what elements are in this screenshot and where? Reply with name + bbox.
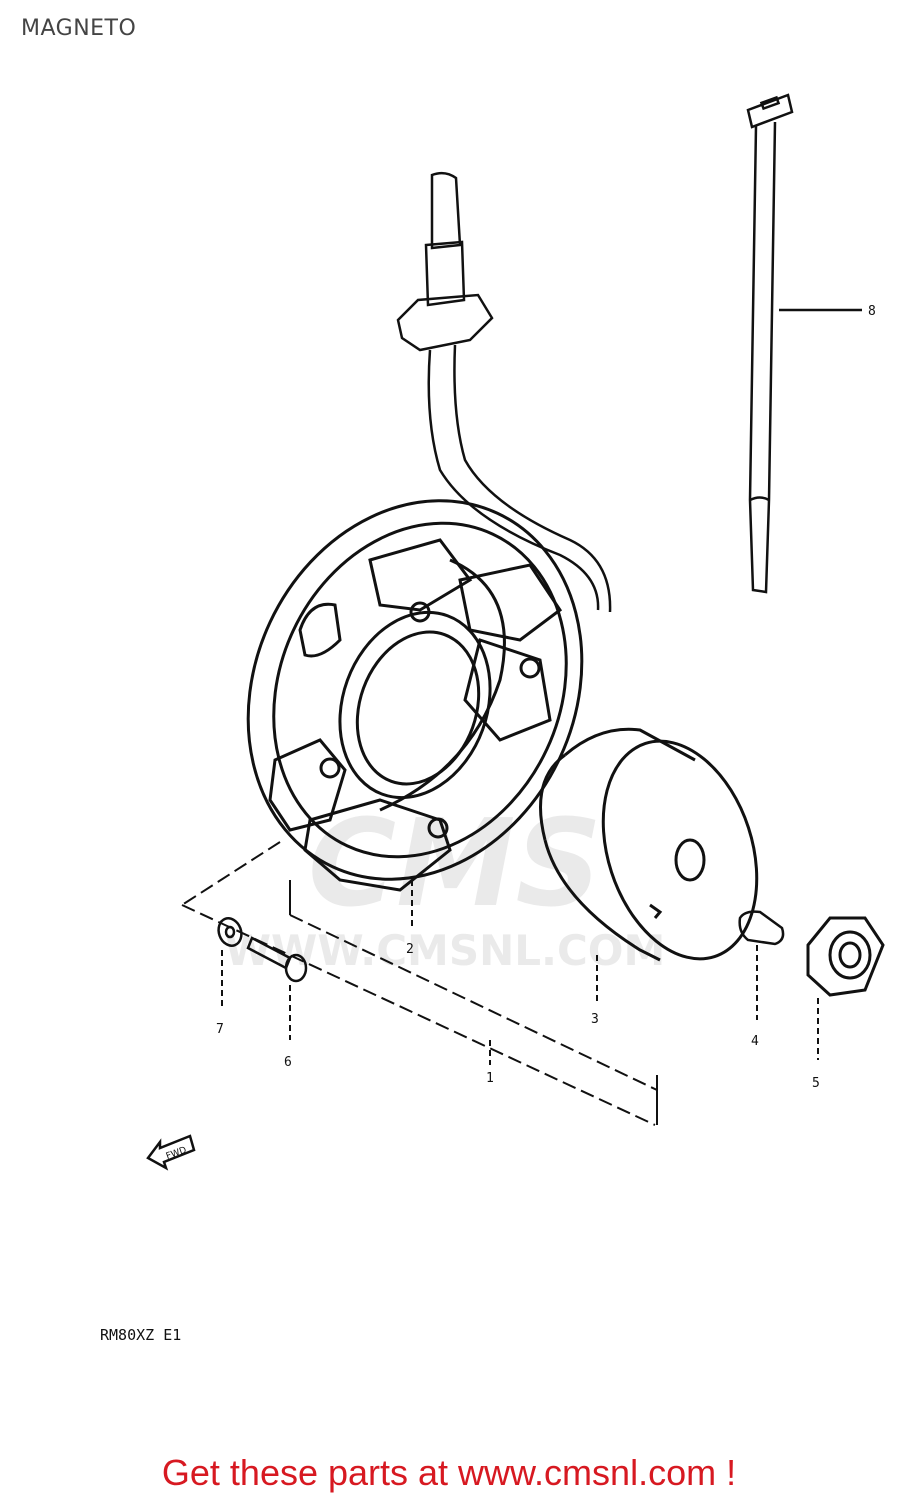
fwd-arrow-icon: FWD xyxy=(146,1134,196,1171)
fwd-label: FWD xyxy=(165,1145,188,1162)
callout-3: 3 xyxy=(591,1012,599,1027)
page-title: MAGNETO xyxy=(21,16,137,41)
callout-6: 6 xyxy=(284,1055,292,1070)
part-4-key xyxy=(738,910,785,1020)
callout-1: 1 xyxy=(486,1071,494,1086)
stator-lead-wire xyxy=(396,171,612,613)
part-6-screw xyxy=(246,936,308,1040)
callout-5: 5 xyxy=(812,1076,820,1091)
part-5-nut xyxy=(806,916,885,1060)
part-8-cable-tie xyxy=(746,93,862,594)
part-1-assembly-bracket xyxy=(181,841,658,1126)
footer-link-text[interactable]: Get these parts at www.cmsnl.com ! xyxy=(161,1452,737,1493)
part-3-flywheel-rotor xyxy=(539,727,759,1005)
callout-4: 4 xyxy=(751,1034,759,1049)
callout-7: 7 xyxy=(216,1022,224,1037)
callout-8: 8 xyxy=(868,304,876,319)
model-code: RM80XZ E1 xyxy=(100,1326,181,1344)
part-2-stator-plate xyxy=(246,499,584,930)
watermark-url: WWW.CMSNL.COM xyxy=(225,926,666,975)
callout-2: 2 xyxy=(406,942,414,957)
